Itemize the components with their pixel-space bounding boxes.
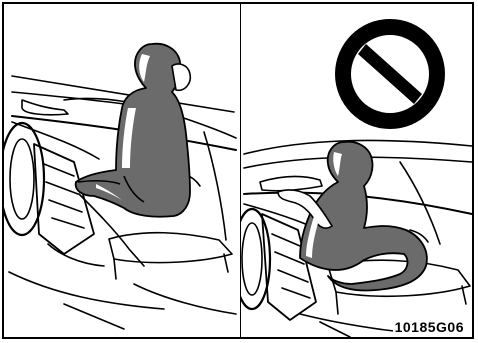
correct-posture-panel (4, 4, 241, 337)
figure-code: 10185G06 (393, 319, 466, 335)
correct-posture-illustration (4, 4, 240, 337)
incorrect-posture-illustration (240, 4, 476, 337)
incorrect-posture-panel (240, 4, 476, 337)
illustration-frame: 10185G06 (2, 2, 474, 339)
prohibited-icon (335, 19, 445, 129)
